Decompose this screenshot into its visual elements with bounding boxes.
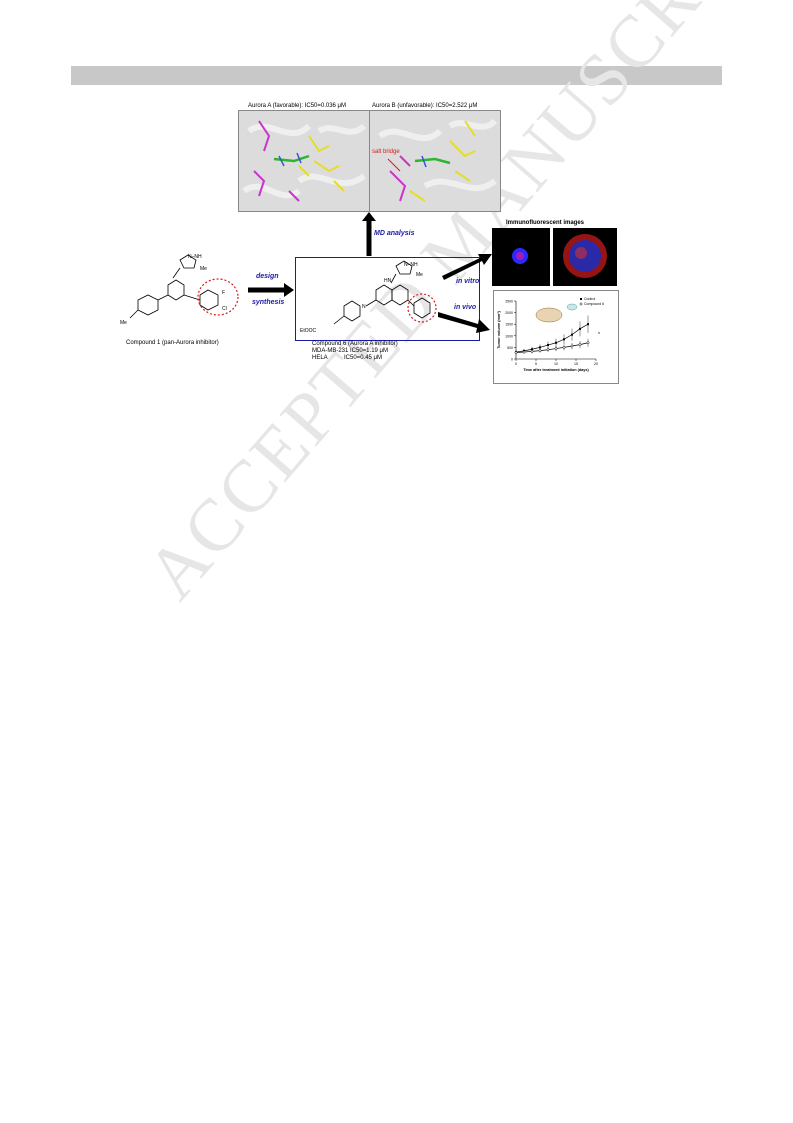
chem-n-label: N <box>362 304 366 310</box>
synthesis-label: synthesis <box>252 299 285 306</box>
data-point <box>514 351 518 354</box>
y-tick-label: 2500 <box>505 300 513 304</box>
in-vitro-label: in vitro <box>456 278 480 285</box>
chem-nh2-label: N–NH <box>404 262 418 268</box>
in-vivo-arrow-icon <box>438 312 490 333</box>
data-point <box>571 333 573 336</box>
compound-1-caption: Compound 1 (pan-Aurora inhibitor) <box>126 340 219 346</box>
data-point <box>570 344 574 348</box>
data-point <box>555 341 557 344</box>
x-tick-label: 20 <box>594 362 598 366</box>
chem-nh-label: N–NH <box>188 254 202 260</box>
mda-ic50: MDA-MB-231 IC50=1.19 μM <box>312 348 388 354</box>
compound-6-structure: N–NH Me HN EtOOC N <box>300 260 437 334</box>
syringe-illustration <box>566 303 578 311</box>
y-axis-label: Tumor volume (mm³) <box>497 311 501 349</box>
chem-cl-label: Cl <box>222 306 227 312</box>
in-vitro-arrow-icon <box>442 254 492 280</box>
data-point <box>554 347 558 350</box>
immuno-image-control <box>492 228 550 286</box>
chem-me2-label: Me <box>416 272 423 278</box>
chem-me-label: Me <box>200 266 207 272</box>
data-point <box>530 349 534 353</box>
data-point <box>562 346 566 349</box>
right-arrow-icon <box>248 283 294 297</box>
compound-1-structure: N–NH Me Me F Cl <box>120 254 239 326</box>
data-point <box>547 344 549 347</box>
significance-star: * <box>598 332 600 338</box>
x-tick-label: 10 <box>554 362 558 366</box>
y-tick-label: 500 <box>507 346 513 350</box>
in-vivo-label: in vivo <box>454 304 477 311</box>
data-point <box>586 341 590 345</box>
data-point <box>531 348 533 351</box>
mouse-illustration <box>535 307 563 323</box>
legend-marker-compound <box>579 302 583 306</box>
chem-etooc-label: EtOOC <box>300 328 317 334</box>
aurora-a-caption: Aurora A (favorable): IC50=0.036 μM <box>248 103 347 109</box>
immuno-title: Immunofluorescent images <box>506 220 585 226</box>
md-analysis-label: MD analysis <box>374 230 415 237</box>
y-tick-label: 1500 <box>505 323 513 327</box>
chem-f-label: F <box>222 290 225 296</box>
aurora-a-docking-image <box>238 110 370 212</box>
graphical-abstract-figure: Aurora A (favorable): IC50=0.036 μM Auro… <box>108 100 733 390</box>
aurora-b-docking-image: salt bridge <box>369 110 501 212</box>
legend-compound: Compound 6 <box>584 302 604 306</box>
compound-6-caption: Compound 6 (Aurora A inhibitor) <box>312 341 398 347</box>
immuno-image-treated <box>553 228 617 286</box>
series-line-1 <box>515 342 589 353</box>
legend-control: Control <box>584 297 596 301</box>
aurora-a-structure-drawing <box>239 111 369 211</box>
up-arrow-icon <box>362 212 376 256</box>
aurora-b-structure-drawing <box>370 111 500 211</box>
x-axis-label: Time after treatment initiation (days) <box>523 368 589 372</box>
data-point <box>522 350 526 354</box>
series-line-0 <box>515 323 589 353</box>
y-tick-label: 0 <box>511 358 513 362</box>
y-tick-label: 1000 <box>505 334 513 338</box>
aurora-b-caption: Aurora B (unfavorable): IC50=2.522 μM <box>372 103 478 109</box>
x-tick-label: 15 <box>574 362 578 366</box>
data-point <box>579 327 581 330</box>
data-point <box>578 343 582 346</box>
compound-6-box: N–NH Me HN EtOOC N <box>295 257 480 341</box>
legend-marker-control <box>580 298 582 300</box>
design-label: design <box>256 273 279 280</box>
data-point <box>546 348 550 352</box>
data-point <box>563 338 565 341</box>
x-tick-label: 0 <box>515 362 517 366</box>
y-tick-label: 2000 <box>505 311 513 315</box>
data-point <box>539 346 541 349</box>
data-point <box>587 323 589 326</box>
header-bar <box>71 66 722 85</box>
x-tick-label: 5 <box>535 362 537 366</box>
chem-hn-label: HN <box>384 278 392 284</box>
hela-ic50: HELA IC50=0.45 μM <box>312 355 382 361</box>
chem-n-me-label: Me <box>120 320 127 326</box>
salt-bridge-label: salt bridge <box>372 149 400 155</box>
data-point <box>538 349 542 352</box>
